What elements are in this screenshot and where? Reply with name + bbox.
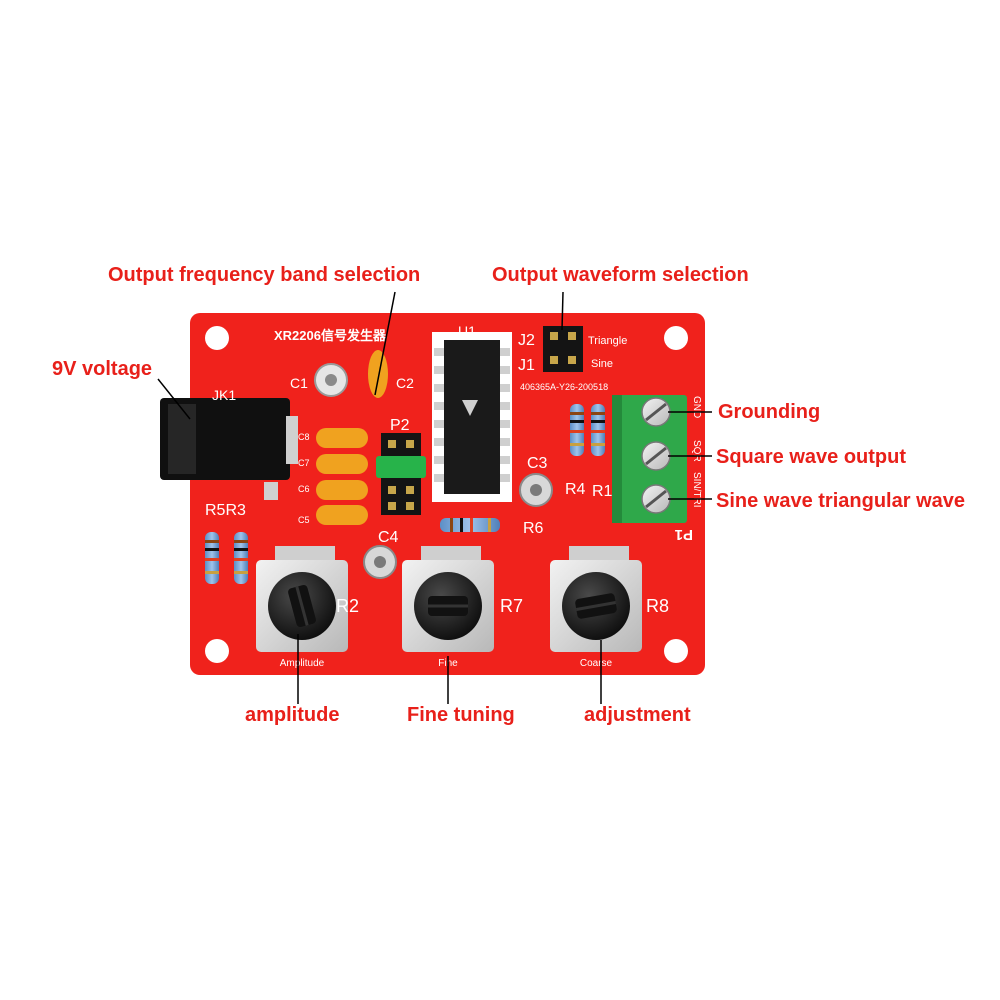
capacitor-c2 <box>368 350 388 398</box>
callout-freq-band: Output frequency band selection <box>108 264 421 286</box>
p2-label: P2 <box>390 417 410 434</box>
amplitude-silk-label: Amplitude <box>280 658 325 669</box>
j1-label: J1 <box>518 357 535 374</box>
c5-label: C5 <box>298 515 310 525</box>
gnd-label: GND <box>691 396 702 418</box>
resistor-r3 <box>234 532 248 584</box>
callout-amplitude: amplitude <box>245 704 340 726</box>
callout-waveform: Output waveform selection <box>492 264 749 286</box>
c4-label: C4 <box>378 529 399 546</box>
coarse-silk-label: Coarse <box>580 658 613 669</box>
r7-label: R7 <box>500 596 523 616</box>
board-title-label: XR2206信号发生器 <box>274 328 387 343</box>
callout-line-voltage <box>157 378 191 420</box>
sine-label: Sine <box>591 358 613 370</box>
callout-line-freq-band <box>374 291 396 396</box>
callout-grounding: Grounding <box>718 401 821 423</box>
j2-label: J2 <box>518 332 535 349</box>
callout-square: Square wave output <box>716 446 907 468</box>
c2-label: C2 <box>396 375 414 391</box>
potentiometer-r2 <box>256 546 348 652</box>
callout-adjustment: adjustment <box>584 704 691 726</box>
capacitor-c3 <box>519 473 553 507</box>
jumper-cap <box>376 456 426 478</box>
r8-label: R8 <box>646 596 669 616</box>
callout-lines <box>157 291 712 704</box>
c6-label: C6 <box>298 484 310 494</box>
jk1-label: JK1 <box>212 387 236 403</box>
resistor-r4 <box>570 404 584 456</box>
u1-label: U1 <box>458 323 476 339</box>
c7-label: C7 <box>298 458 310 468</box>
callout-line-waveform <box>561 291 564 331</box>
capacitor-c1 <box>314 363 348 397</box>
terminal-block-p1 <box>612 395 687 523</box>
r6-label: R6 <box>523 520 544 537</box>
resistor-r5 <box>205 532 219 584</box>
c3-label: C3 <box>527 455 548 472</box>
c1-label: C1 <box>290 375 308 391</box>
potentiometer-r7 <box>402 546 494 652</box>
r1-label: R1 <box>592 483 613 500</box>
r2-label: R2 <box>336 596 359 616</box>
callout-voltage: 9V voltage <box>52 358 153 380</box>
resistor-r1 <box>591 404 605 456</box>
c8-label: C8 <box>298 432 310 442</box>
capacitor-c4 <box>363 545 397 579</box>
callout-sine-tri: Sine wave triangular wave <box>716 490 965 512</box>
sqr-label: SQR <box>691 440 702 462</box>
resistor-r6 <box>440 518 500 532</box>
board-code-label: 406365A-Y26-200518 <box>520 382 608 392</box>
r4-label: R4 <box>565 481 586 498</box>
ic-u1 <box>432 332 512 502</box>
r5r3-label: R5R3 <box>205 502 246 519</box>
p1-label: P1 <box>675 526 693 543</box>
capacitor-bank-c5-c8 <box>316 428 368 525</box>
dc-jack-jk1 <box>160 398 298 500</box>
callout-fine-tuning: Fine tuning <box>407 704 515 726</box>
potentiometer-r8 <box>550 546 642 652</box>
jumper-headers-j1-j2 <box>543 326 583 372</box>
triangle-label: Triangle <box>588 335 627 347</box>
sintri-label: SIN/TRI <box>691 472 702 508</box>
